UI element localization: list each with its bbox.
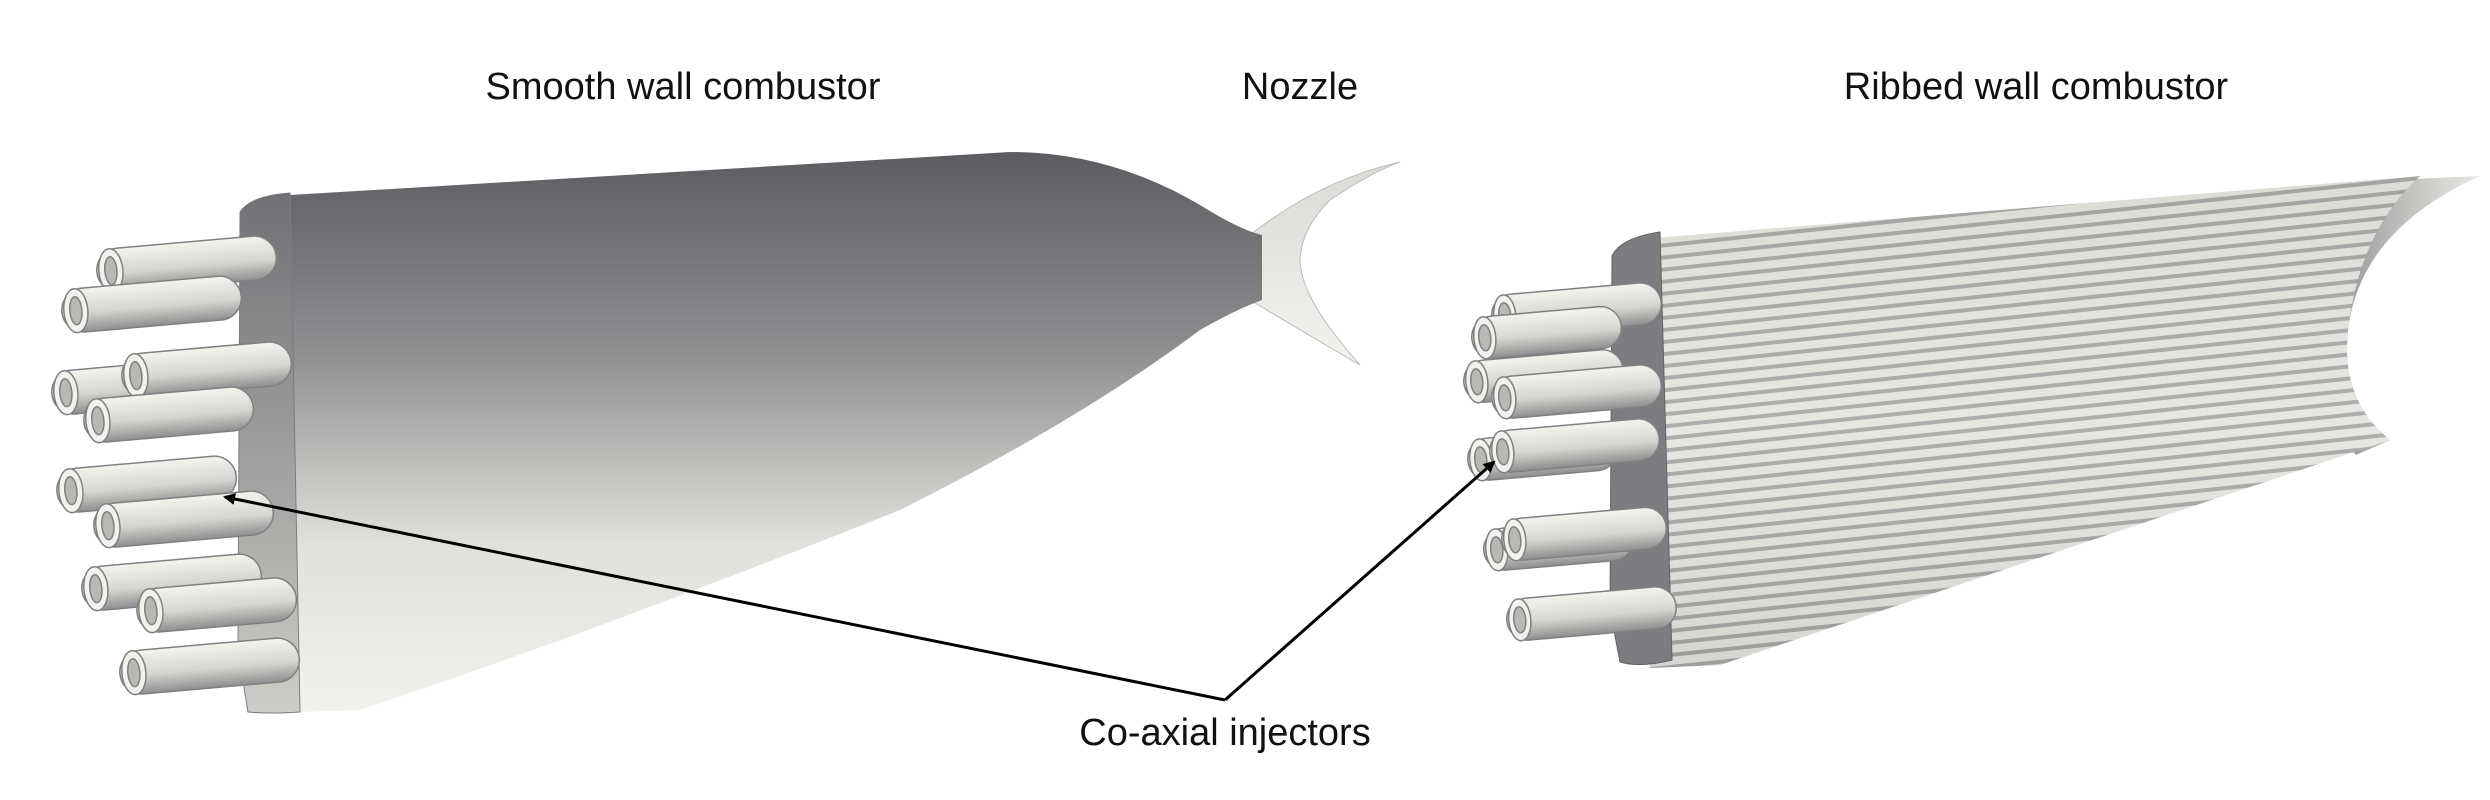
injector-pipe (119, 637, 301, 696)
smooth-injector-pipes (51, 235, 301, 696)
injector-pipe (61, 275, 243, 334)
ribbed-wall-combustor (1609, 176, 2480, 668)
injector-pipe (93, 490, 275, 549)
arrow-to-smooth-injector (223, 493, 1226, 702)
coaxial-injectors-label: Co-axial injectors (1079, 712, 1371, 754)
arrow-to-ribbed-injector (1224, 460, 1496, 702)
injector-pipe (1471, 305, 1623, 360)
injector-pipe (83, 386, 255, 444)
smooth-combustor-body (290, 152, 1262, 712)
injector-pipe (1489, 418, 1661, 474)
injector-pipe (1491, 364, 1663, 420)
smooth-wall-combustor-label: Smooth wall combustor (485, 66, 881, 108)
injector-pipe (1501, 506, 1668, 562)
nozzle-exit (1249, 161, 1401, 366)
injector-pipe (1506, 586, 1678, 642)
ribbed-wall-combustor-label: Ribbed wall combustor (1843, 66, 2229, 108)
smooth-wall-combustor (237, 152, 1401, 714)
injector-pipe (136, 577, 298, 634)
ribbed-shading (1630, 176, 2420, 668)
injector-callout-arrows (223, 460, 1496, 702)
ribbed-injector-pipes (1463, 282, 1678, 642)
nozzle-label: Nozzle (1241, 66, 1359, 108)
